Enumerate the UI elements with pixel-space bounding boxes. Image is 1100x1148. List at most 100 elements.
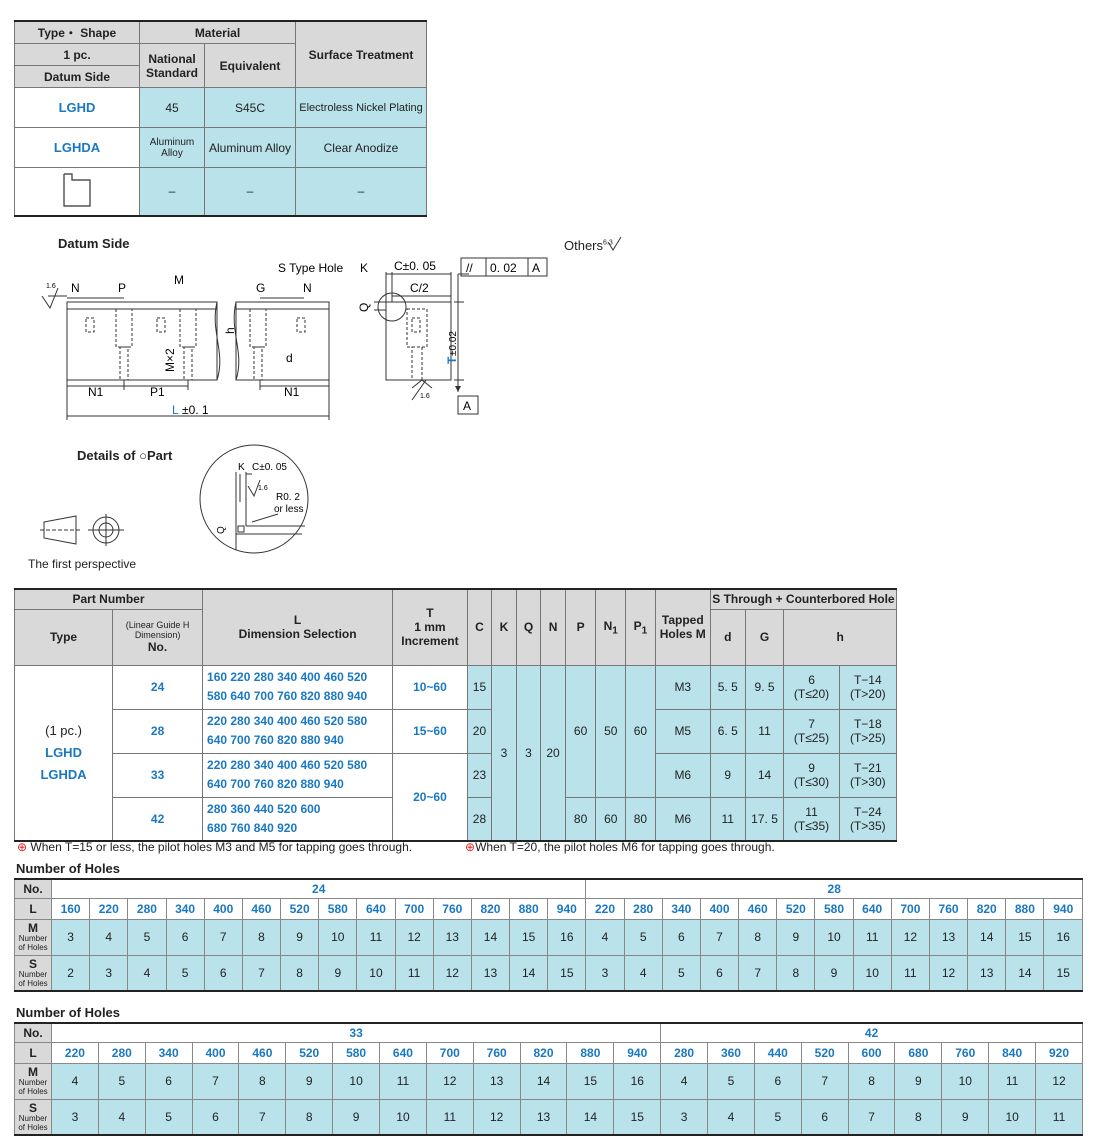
l-value-cell: 220 [585,897,625,920]
l-value-cell: 880 [1005,897,1045,920]
type-lghd: LGHD [14,87,140,128]
l-value-cell: 640 [356,897,396,920]
m-count-cell: 7 [699,918,740,956]
national-cell: 45 [139,87,205,128]
side-t: T [445,356,459,364]
s-count-cell: 6 [203,954,243,992]
h1-cond: (T≤20) [793,687,830,701]
m-count-cell: 16 [547,918,587,956]
s-count-cell: 8 [285,1098,334,1136]
h1-value: 11 [805,804,818,819]
m-count-cell: 12 [1035,1062,1083,1100]
note-2-text: When T=20, the pilot holes M6 for tappin… [475,840,775,854]
m-count-cell: 5 [623,918,663,956]
l-value-cell: 520 [776,897,816,920]
h1-cell: 7(T≤25) [783,708,840,754]
dim-g: G [256,281,265,295]
m-count-cell: 4 [585,918,625,956]
header-l-sub: Dimension Selection [238,627,357,642]
l-line: 640 700 760 820 880 940 [207,777,344,791]
l-value-cell: 460 [238,1041,287,1064]
detail-r: R0. 2 [276,492,300,503]
m-count-cell: 10 [814,918,854,956]
roughness-bottom: 1.6 [420,393,430,400]
s-count-cell: 11 [890,954,930,992]
note-1-text: When T=15 or less, the pilot holes M3 an… [30,840,413,854]
header-type: Type [13,608,114,666]
group-no-b: 42 [660,1022,1083,1043]
s-count-cell: 14 [566,1098,615,1136]
m-count-cell: 8 [847,1062,896,1100]
dim-m: M [174,273,184,287]
p1-cell: 60 [625,664,656,798]
s-count-cell: 3 [585,954,625,992]
s-count-cell: 12 [472,1098,521,1136]
h2-cond: (T>25) [849,731,886,745]
l-value-cell: 580 [318,897,358,920]
s-count-cell: 11 [425,1098,474,1136]
h1-value: 7 [808,717,815,731]
h1-cell: 6(T≤20) [783,664,840,710]
first-perspective-label: The first perspective [28,557,137,571]
no-cell: 33 [112,752,204,798]
s-count-cell: 10 [356,954,396,992]
m-count-cell: 13 [472,1062,521,1100]
s-count-cell: 13 [470,954,511,992]
m-count-cell: 12 [890,918,930,956]
detail-c: C±0. 05 [252,462,287,473]
m-count-cell: 15 [566,1062,615,1100]
m-count-cell: 10 [332,1062,381,1100]
d-cell: 9 [709,752,746,798]
header-material: Material [139,20,296,44]
t-cell: 20~60 [392,752,468,842]
l-value-cell: 820 [519,1041,568,1064]
roughness-left: 1.6 [46,283,56,290]
m-count-cell: 11 [356,918,396,956]
s-count-cell: 7 [847,1098,896,1136]
s-count-cell: 13 [519,1098,568,1136]
side-t-tolerance: ±0.02 [448,331,459,356]
h2-cell: T−21(T>30) [838,752,898,798]
side-c2: C/2 [410,281,429,295]
type-lghd: LGHD [45,744,82,760]
m-count-cell: 11 [379,1062,427,1100]
s-count-cell: 6 [800,1098,849,1136]
h1-cond: (T≤25) [793,731,830,745]
l-value-cell: 880 [509,897,549,920]
m-cell: M6 [654,752,711,798]
l-value-cell: 680 [894,1041,943,1064]
l-value-cell: 220 [89,897,129,920]
l-value-cell: 340 [661,897,701,920]
l-value-cell: 840 [988,1041,1037,1064]
m-count-cell: 8 [738,918,778,956]
surface-cell: Clear Anodize [295,127,427,168]
dim-n-left: N [71,281,80,295]
m-label: M [28,921,38,935]
header-t-label: T [426,606,434,621]
m-count-cell: 12 [394,918,434,956]
c-cell: 20 [466,708,493,754]
header-national: National Standard [139,43,205,88]
no-cell: 24 [112,664,204,710]
roughness-icon [607,236,622,251]
m-count-cell: 13 [928,918,969,956]
flatness-value: 0. 02 [490,261,517,275]
note-1: ⊕ When T=15 or less, the pilot holes M3 … [17,840,412,854]
s-count-cell: 5 [753,1098,802,1136]
l-value-cell: 460 [241,897,282,920]
header-l-label: L [293,613,302,628]
l-value-cell: 820 [470,897,511,920]
header-equivalent: Equivalent [204,43,296,88]
t-cell: 15~60 [392,708,468,754]
p1-cell: 80 [625,796,656,842]
header-part-number: Part Number [13,588,204,610]
s-count-cell: 7 [238,1098,287,1136]
equivalent-cell: Aluminum Alloy [204,127,296,168]
dim-p1: P1 [150,385,165,399]
m-label: M [28,1065,38,1079]
